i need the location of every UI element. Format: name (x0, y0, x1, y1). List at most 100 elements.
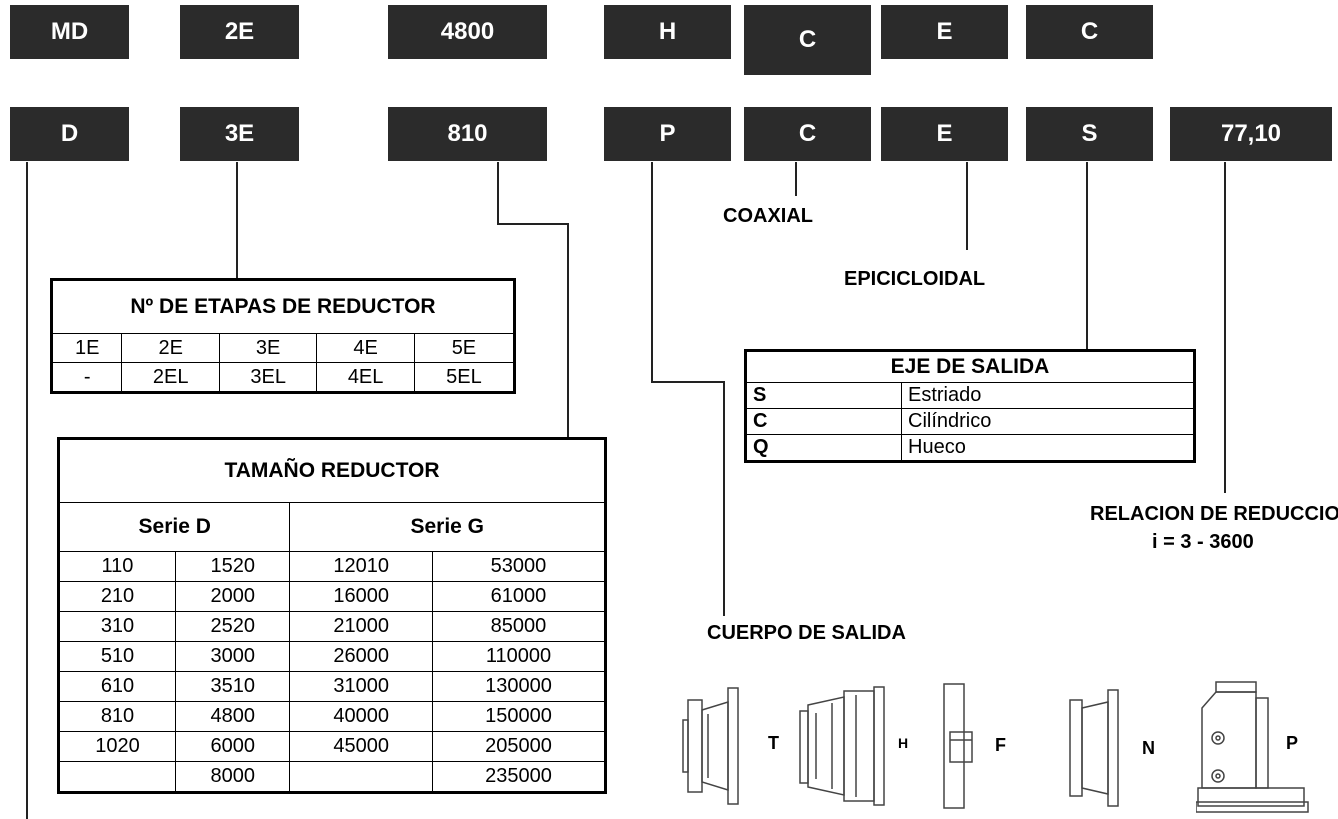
code-3e: 3E (180, 107, 299, 161)
code-s: S (1026, 107, 1153, 161)
serie-d-cell: 1520 (174, 551, 291, 582)
body-type-f-letter: F (995, 735, 1006, 755)
code-c: C (744, 107, 871, 161)
serie-g-cell: 61000 (431, 581, 607, 612)
serie-d-cell: 4800 (174, 701, 291, 732)
code-e-top: E (881, 5, 1008, 59)
serie-g-cell: 16000 (289, 581, 433, 612)
body-type-p-letter: P (1286, 733, 1299, 753)
label-cuerpo: CUERPO DE SALIDA (707, 622, 906, 644)
serie-g-cell: 235000 (431, 761, 607, 793)
body-type-p-icon (1196, 681, 1309, 813)
etapas-cell: 4E (316, 333, 415, 363)
eje-desc: Cilíndrico (901, 408, 1195, 435)
code-md: MD (10, 5, 129, 59)
body-type-h-letter: H (898, 735, 909, 751)
etapas-cell: 3EL (218, 362, 318, 393)
table-row: S Estriado (745, 382, 1195, 409)
serie-g-header: Serie G (289, 502, 606, 552)
serie-g-cell: 53000 (431, 551, 607, 582)
label-epicicloidal: EPICICLOIDAL (844, 268, 986, 290)
table-row: C Cilíndrico (745, 408, 1195, 435)
code-d: D (10, 107, 129, 161)
etapas-cell: 2EL (121, 362, 220, 393)
etapas-cell: 1E (50, 333, 123, 363)
serie-g-cell: 45000 (289, 731, 433, 762)
serie-g-cell: 26000 (289, 641, 433, 672)
serie-d-cell: 3000 (174, 641, 291, 672)
serie-g-cell: 31000 (289, 671, 433, 702)
body-type-h-icon (799, 686, 885, 806)
body-type-f-icon (943, 683, 973, 809)
serie-g-cell: 205000 (431, 731, 607, 762)
etapas-cell: 5EL (413, 362, 516, 393)
etapas-cell: - (50, 362, 123, 393)
line-810 (497, 162, 569, 437)
code-4800: 4800 (388, 5, 547, 59)
body-type-n-icon (1069, 689, 1119, 807)
serie-d-cell: 6000 (174, 731, 291, 762)
serie-g-cell: 130000 (431, 671, 607, 702)
serie-d-cell: 210 (58, 581, 176, 612)
tamano-title: TAMAÑO REDUCTOR (58, 438, 606, 503)
code-c2-top: C (1026, 5, 1153, 59)
serie-g-cell: 21000 (289, 611, 433, 642)
code-c-top: C (744, 5, 871, 75)
table-row: 1E 2E 3E 4E 5E (50, 333, 516, 363)
serie-d-cell: 2520 (174, 611, 291, 642)
serie-d-cell (58, 761, 176, 793)
serie-g-cell: 85000 (431, 611, 607, 642)
eje-desc: Estriado (901, 382, 1195, 409)
body-type-t-letter: T (768, 733, 779, 753)
serie-d-cell: 8000 (174, 761, 291, 793)
eje-code: Q (745, 434, 902, 462)
table-row: - 2EL 3EL 4EL 5EL (50, 362, 516, 393)
code-h: H (604, 5, 731, 59)
serie-g-cell: 12010 (289, 551, 433, 582)
code-ratio: 77,10 (1170, 107, 1332, 161)
serie-d-cell: 3510 (174, 671, 291, 702)
serie-g-cell: 40000 (289, 701, 433, 732)
code-p: P (604, 107, 731, 161)
etapas-cell: 5E (413, 333, 516, 363)
code-2e: 2E (180, 5, 299, 59)
serie-d-cell: 310 (58, 611, 176, 642)
eje-title: EJE DE SALIDA (745, 350, 1195, 383)
serie-d-header: Serie D (57, 502, 291, 552)
serie-g-cell: 110000 (431, 641, 607, 672)
eje-table: EJE DE SALIDA S Estriado C Cilíndrico Q … (744, 349, 1196, 463)
etapas-table: Nº DE ETAPAS DE REDUCTOR 1E 2E 3E 4E 5E … (50, 278, 516, 394)
body-type-n-letter: N (1142, 738, 1155, 758)
code-810: 810 (388, 107, 547, 161)
serie-d-cell: 810 (58, 701, 176, 732)
etapas-cell: 2E (121, 333, 220, 363)
body-type-t-icon (682, 687, 739, 805)
line-p (651, 162, 725, 616)
etapas-cell: 3E (218, 333, 318, 363)
etapas-title: Nº DE ETAPAS DE REDUCTOR (51, 279, 515, 334)
serie-d-cell: 110 (58, 551, 176, 582)
code-e: E (881, 107, 1008, 161)
table-row: 8000 235000 (58, 761, 607, 793)
table-row: Q Hueco (745, 434, 1195, 462)
label-coaxial: COAXIAL (723, 205, 813, 227)
serie-g-cell: 150000 (431, 701, 607, 732)
eje-desc: Hueco (901, 434, 1195, 462)
serie-g-cell (289, 761, 433, 793)
serie-d-cell: 1020 (58, 731, 176, 762)
eje-code: S (745, 382, 902, 409)
label-relacion: RELACION DE REDUCCION (1090, 503, 1338, 525)
serie-d-cell: 2000 (174, 581, 291, 612)
serie-d-cell: 610 (58, 671, 176, 702)
etapas-cell: 4EL (316, 362, 415, 393)
serie-d-cell: 510 (58, 641, 176, 672)
